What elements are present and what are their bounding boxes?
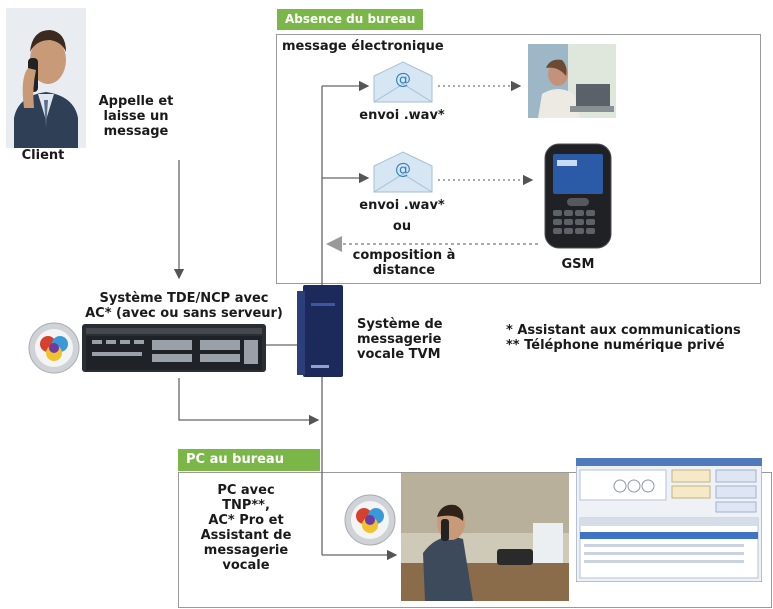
send-wav-label-1: envoi .wav* bbox=[359, 108, 445, 123]
communication-assistant-logo-pbx bbox=[28, 322, 80, 374]
office-user-photo bbox=[401, 473, 569, 601]
svg-text:@: @ bbox=[395, 69, 411, 88]
pbx-to-voicemail-line bbox=[178, 378, 320, 426]
client-photo bbox=[6, 8, 86, 148]
smartphone-icon bbox=[543, 142, 613, 250]
email-envelope-icon: @ bbox=[372, 60, 434, 104]
voicemail-unit bbox=[297, 283, 347, 379]
footnote-2: ** Téléphone numérique privé bbox=[506, 338, 725, 353]
voicemail-caption: Système de messagerie vocale TVM bbox=[357, 317, 443, 362]
office-description: PC avec TNP**, AC* Pro et Assistant de m… bbox=[200, 483, 292, 573]
office-tab: PC au bureau bbox=[178, 449, 320, 471]
footnote-1: * Assistant aux communications bbox=[506, 323, 741, 338]
send-wav-label-2: envoi .wav* bbox=[359, 198, 445, 213]
client-action-label: Appelle et laisse un message bbox=[98, 94, 174, 139]
client-caption: Client bbox=[21, 148, 65, 163]
pbx-device bbox=[82, 322, 266, 374]
svg-text:@: @ bbox=[395, 159, 411, 178]
remote-dial-label: composition à distance bbox=[352, 248, 456, 278]
pbx-caption: Système TDE/NCP avec AC* (avec ou sans s… bbox=[85, 291, 283, 321]
laptop-user-photo bbox=[528, 44, 616, 118]
email-label: message électronique bbox=[282, 39, 444, 54]
email-envelope-icon-2: @ bbox=[372, 150, 434, 194]
or-label: ou bbox=[392, 219, 412, 234]
communication-assistant-logo-office bbox=[344, 494, 396, 546]
absence-frame bbox=[276, 34, 761, 284]
mobile-caption: GSM bbox=[561, 257, 595, 272]
software-screenshot bbox=[575, 457, 763, 583]
absence-tab: Absence du bureau bbox=[277, 9, 424, 30]
